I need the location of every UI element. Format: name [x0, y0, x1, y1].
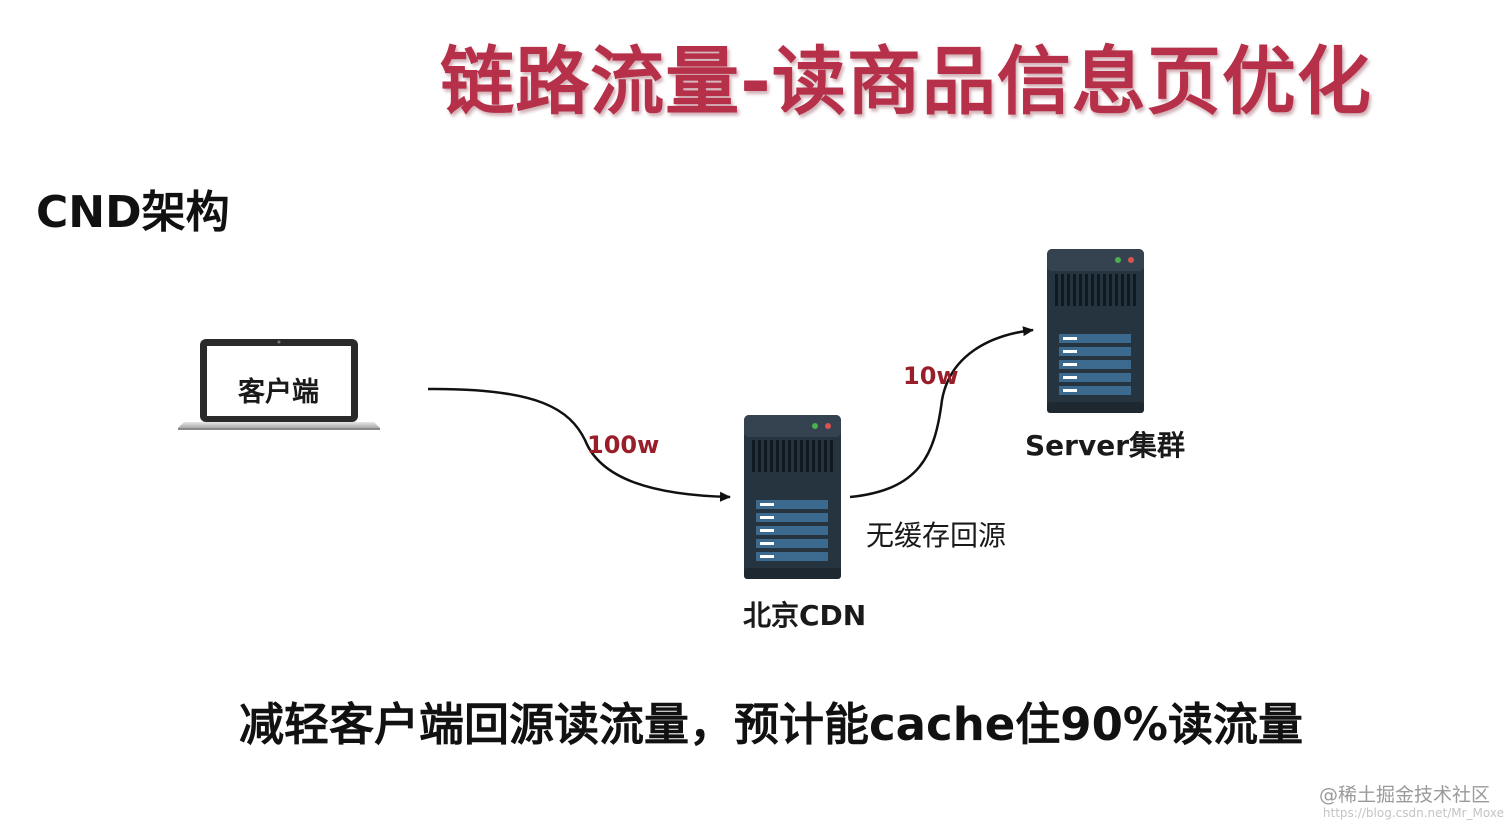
client-label: 客户端	[238, 377, 319, 408]
cdn-label: 北京CDN	[743, 599, 867, 632]
laptop-icon	[178, 339, 380, 430]
edge-label-client-to-cdn: 100w	[587, 431, 660, 459]
slide-title: 链路流量-读商品信息页优化	[440, 39, 1372, 125]
edge-client-to-cdn	[427, 387, 731, 502]
no-cache-note: 无缓存回源	[866, 519, 1007, 552]
server-cluster-label: Server集群	[1025, 429, 1186, 462]
edge-label-cdn-to-server: 10w	[903, 362, 959, 390]
server-cluster-icon	[1047, 249, 1144, 413]
section-heading: CND架构	[36, 187, 230, 238]
edge-cdn-to-server	[849, 326, 1034, 499]
conclusion-text: 减轻客户端回源读流量，预计能cache住90%读流量	[239, 698, 1303, 751]
watermark-brand: @稀土掘金技术社区	[1318, 784, 1490, 806]
watermark-url: https://blog.csdn.net/Mr_Moxe	[1322, 806, 1504, 820]
cdn-server-icon	[744, 415, 841, 579]
